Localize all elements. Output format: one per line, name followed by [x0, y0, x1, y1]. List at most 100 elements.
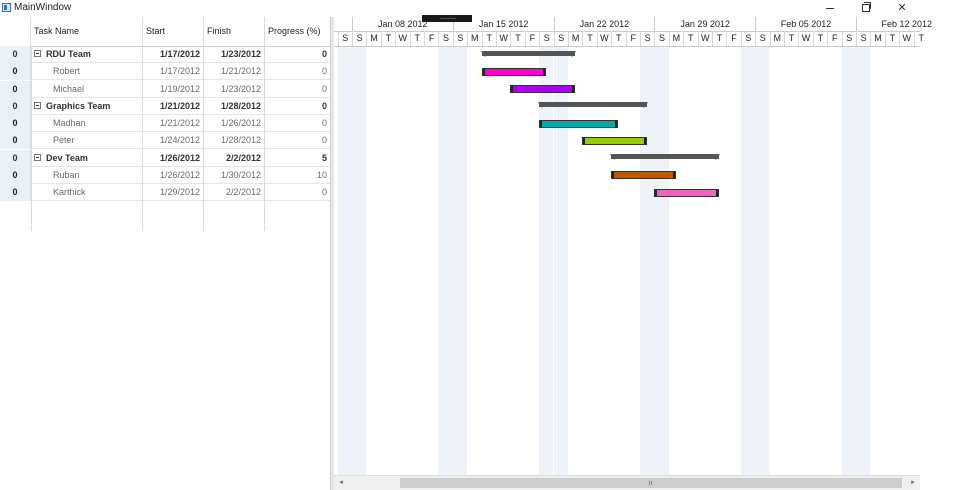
task-name-cell[interactable]: Peter: [31, 132, 143, 150]
task-name: Dev Team: [46, 152, 88, 163]
day-header: T: [711, 31, 726, 46]
task-bar[interactable]: [481, 67, 547, 76]
grid-header: Task Name Start Finish Progress (%): [0, 17, 330, 47]
day-header: S: [740, 31, 755, 46]
horizontal-scrollbar[interactable]: ◂ ▸: [334, 475, 920, 490]
finish-date-cell[interactable]: 1/28/2012: [204, 132, 265, 150]
task-bar[interactable]: [611, 171, 676, 180]
column-header-finish[interactable]: Finish: [204, 17, 265, 46]
start-date-cell[interactable]: 1/17/2012: [143, 63, 204, 81]
row-index: 0: [0, 97, 31, 115]
start-date-cell[interactable]: 1/17/2012: [143, 46, 204, 63]
task-name-cell[interactable]: Ruban: [31, 166, 143, 184]
day-header: M: [467, 31, 481, 46]
start-date-cell[interactable]: 1/26/2012: [143, 149, 204, 167]
task-name-cell[interactable]: RDU Team: [31, 46, 143, 63]
start-date-cell[interactable]: 1/19/2012: [143, 80, 204, 98]
restore-icon: [862, 2, 871, 13]
collapse-icon[interactable]: [34, 101, 41, 109]
day-header: M: [366, 31, 380, 46]
finish-date-cell[interactable]: 2/2/2012: [204, 184, 265, 201]
scrollbar-thumb[interactable]: [400, 478, 902, 488]
task-name-cell[interactable]: Karthick: [31, 184, 143, 201]
column-header-task-name[interactable]: Task Name: [31, 17, 143, 46]
task-name: Karthick: [53, 187, 86, 197]
scroll-left-arrow-icon[interactable]: ◂: [339, 479, 343, 486]
finish-date-cell[interactable]: 1/30/2012: [204, 166, 265, 184]
start-date-cell[interactable]: 1/21/2012: [143, 115, 204, 132]
close-icon: ✕: [897, 2, 907, 14]
day-header: S: [438, 31, 452, 46]
summary-task-bar[interactable]: [538, 102, 649, 109]
close-button[interactable]: ✕: [884, 0, 920, 17]
task-name-cell[interactable]: Graphics Team: [31, 97, 143, 115]
row-index: 0: [0, 80, 31, 98]
grip-icon: [649, 481, 652, 485]
day-header: F: [625, 31, 640, 46]
row-index: 0: [0, 115, 31, 132]
day-header: T: [481, 31, 496, 46]
day-header: T: [913, 31, 928, 46]
day-header: W: [899, 31, 913, 46]
progress-cell[interactable]: 0: [321, 49, 327, 59]
finish-date-cell[interactable]: 1/26/2012: [204, 115, 265, 132]
collapse-icon[interactable]: [34, 153, 41, 161]
finish-date-cell[interactable]: 1/23/2012: [204, 80, 265, 98]
day-header: S: [337, 31, 352, 46]
task-bar[interactable]: [539, 119, 619, 128]
finish-date-cell[interactable]: 1/28/2012: [204, 97, 265, 115]
collapse-icon[interactable]: [34, 50, 41, 58]
progress-cell[interactable]: 10: [316, 169, 327, 180]
task-name-cell[interactable]: Dev Team: [31, 149, 143, 167]
start-date-cell[interactable]: 1/26/2012: [143, 166, 204, 184]
task-name-cell[interactable]: Michael: [31, 80, 143, 98]
progress-cell[interactable]: 0: [321, 187, 327, 197]
progress-cell[interactable]: 0: [321, 100, 327, 111]
finish-date-cell[interactable]: 1/21/2012: [204, 63, 265, 81]
summary-task-bar[interactable]: [610, 154, 721, 161]
column-header-start[interactable]: Start: [143, 17, 204, 46]
weekend-column: [654, 46, 669, 490]
task-bar[interactable]: [582, 136, 648, 145]
day-header: W: [395, 31, 409, 46]
start-date-cell[interactable]: 1/24/2012: [143, 132, 204, 150]
task-name-cell[interactable]: Madhan: [31, 115, 143, 132]
progress-cell[interactable]: 0: [321, 135, 327, 146]
summary-task-bar[interactable]: [480, 50, 576, 57]
restore-button[interactable]: [848, 0, 884, 17]
start-date-cell[interactable]: 1/21/2012: [143, 97, 204, 115]
day-header: S: [755, 31, 769, 46]
day-header: T: [611, 31, 625, 46]
scroll-right-arrow-icon[interactable]: ▸: [911, 479, 915, 486]
start-date-cell[interactable]: 1/29/2012: [143, 184, 204, 201]
weekend-column: [438, 46, 453, 490]
day-header: F: [726, 31, 740, 46]
finish-date-cell[interactable]: 1/23/2012: [204, 46, 265, 63]
progress-cell[interactable]: 0: [321, 83, 327, 94]
task-name-cell[interactable]: Robert: [31, 63, 143, 81]
task-bar[interactable]: [654, 188, 720, 197]
progress-cell[interactable]: 0: [321, 66, 327, 77]
task-name: Madhan: [53, 118, 86, 128]
column-header-progress[interactable]: Progress (%): [268, 26, 321, 36]
day-header: S: [654, 31, 668, 46]
progress-cell[interactable]: 0: [321, 118, 327, 128]
minimize-button[interactable]: [812, 0, 848, 17]
day-header: T: [884, 31, 899, 46]
finish-date-cell[interactable]: 2/2/2012: [204, 149, 265, 167]
progress-cell[interactable]: 5: [321, 152, 327, 163]
task-bar[interactable]: [510, 85, 576, 94]
row-index: 0: [0, 63, 31, 81]
row-index: 0: [0, 166, 31, 184]
